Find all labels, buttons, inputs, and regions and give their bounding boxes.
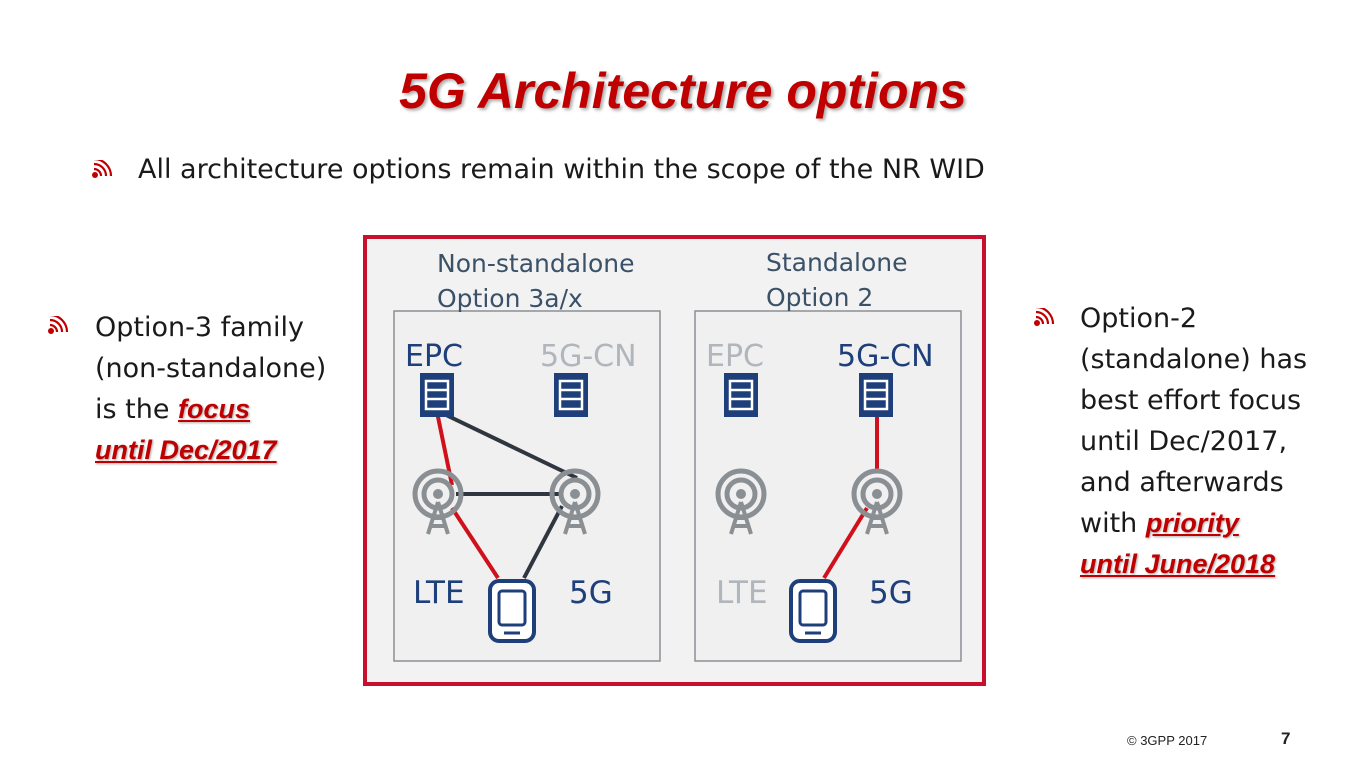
right-bullet-line: until Dec/2017, xyxy=(1080,426,1288,457)
nsa-epc-label: EPC xyxy=(405,339,463,374)
sa-epc-node xyxy=(722,371,760,419)
epc-5g-link xyxy=(443,412,578,480)
sa-5gcn-node xyxy=(857,371,895,419)
nsa-5gcn-node xyxy=(552,371,590,419)
sa-heading-1: Standalone xyxy=(766,248,908,277)
sa-5gcn-label: 5G-CN xyxy=(837,339,934,374)
right-bullet-text: Option-2 (standalone) has best effort fo… xyxy=(1080,298,1360,585)
sa-ue-phone xyxy=(789,579,837,643)
left-emphasis-date: until Dec/2017 xyxy=(95,435,277,465)
bullet-top-text: All architecture options remain within t… xyxy=(138,154,985,185)
sa-5g-label: 5G xyxy=(869,575,913,611)
right-bullet-line: (standalone) has xyxy=(1080,344,1308,375)
nsa-ue-phone xyxy=(488,579,536,643)
right-emphasis-date: until June/2018 xyxy=(1080,549,1276,579)
nsa-heading-1: Non-standalone xyxy=(437,249,635,278)
5g-ue-link xyxy=(522,505,564,579)
right-bullet-line-prefix: with xyxy=(1080,508,1146,539)
signal-bullet-icon xyxy=(1034,308,1055,326)
left-bullet-line: (non-standalone) xyxy=(95,353,327,384)
left-bullet-line: is the focus xyxy=(95,389,355,430)
left-bullet-text: Option-3 family (non-standalone) is the … xyxy=(95,307,355,471)
right-bullet-line: best effort focus xyxy=(1080,385,1302,416)
left-bullet-line-prefix: is the xyxy=(95,394,179,425)
sa-heading-2: Option 2 xyxy=(766,283,873,312)
lte-ue-link xyxy=(450,506,500,580)
page-number: 7 xyxy=(1281,729,1291,748)
right-bullet-line: Option-2 xyxy=(1080,303,1198,334)
signal-bullet-icon xyxy=(92,160,113,178)
left-bullet-line: Option-3 family xyxy=(95,312,304,343)
nsa-epc-node xyxy=(418,371,456,419)
left-emphasis-focus: focus xyxy=(178,394,251,424)
footer-copyright: © 3GPP 2017 xyxy=(1127,733,1208,748)
slide-title: 5G Architecture options xyxy=(399,63,967,119)
signal-bullet-icon xyxy=(48,316,69,334)
nsa-5gcn-label: 5G-CN xyxy=(540,339,637,374)
nsa-heading-2: Option 3a/x xyxy=(437,284,583,313)
right-emphasis-priority: priority xyxy=(1145,508,1239,538)
5g-ue-link-sa xyxy=(822,506,869,580)
nsa-lte-label: LTE xyxy=(413,575,465,611)
right-bullet-line: with priority xyxy=(1080,503,1360,544)
sa-lte-label: LTE xyxy=(716,575,768,611)
right-bullet-line: and afterwards xyxy=(1080,467,1284,498)
sa-epc-label: EPC xyxy=(706,339,764,374)
nsa-5g-label: 5G xyxy=(569,575,613,611)
